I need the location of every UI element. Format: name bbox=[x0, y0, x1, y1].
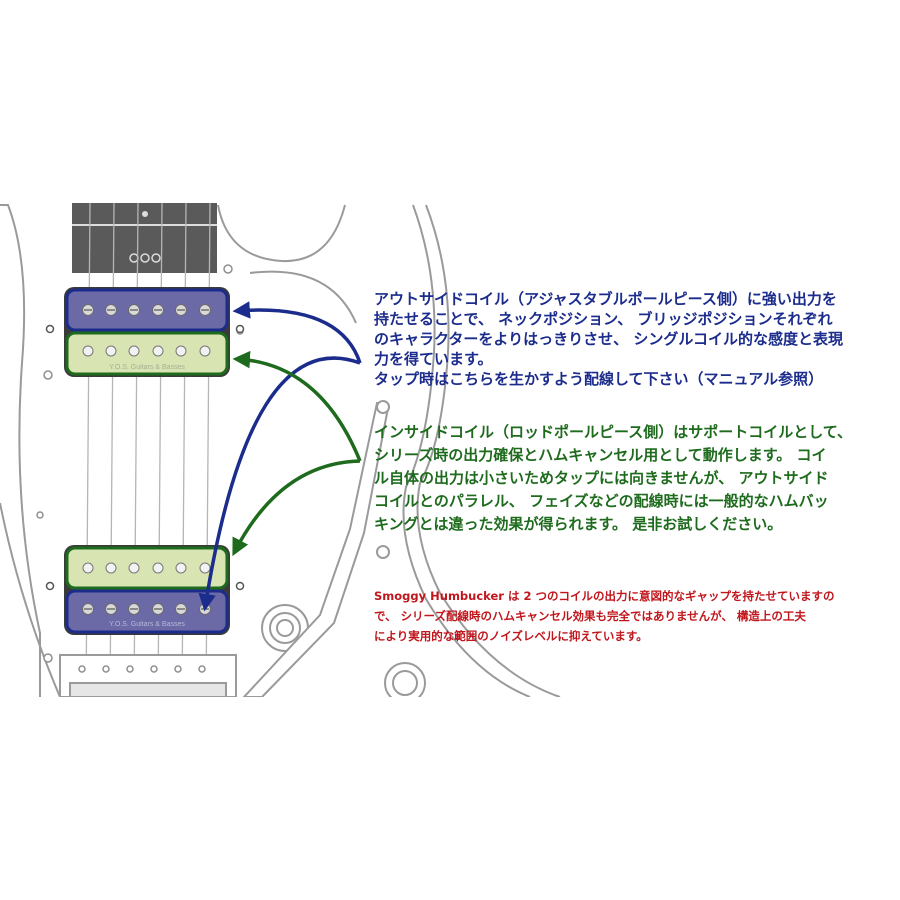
adjustable-pole-icons bbox=[82, 603, 211, 615]
curved-blue-arrow-icon bbox=[198, 356, 361, 612]
note-line: のキャラクターをよりはっきりさせ、 シングルコイル的な感度と表現 bbox=[374, 330, 844, 348]
humbucker-note: Smoggy Humbucker は 2 つのコイルの出力に意図的なギャップを持… bbox=[374, 586, 834, 646]
note-line: Smoggy Humbucker は 2 つのコイルの出力に意図的なギャップを持… bbox=[374, 589, 835, 603]
pickup-mount-screw-icons bbox=[45, 324, 245, 591]
note-line: 力を得ています。 bbox=[374, 350, 493, 368]
note-line: アウトサイドコイル（アジャスタブルポールピース側）に強い出力を bbox=[374, 290, 837, 308]
note-line: コイルとのパラレル、 フェイズなどの配線時には一般的なハムバッ bbox=[374, 492, 829, 510]
tremolo-arm bbox=[242, 400, 390, 697]
neck-pickup: Y.O.S. Guitars & Basses bbox=[64, 287, 230, 377]
brand-engraving: Y.O.S. Guitars & Basses bbox=[109, 621, 185, 628]
bridge-inner-coil bbox=[65, 546, 229, 590]
guitar-body bbox=[0, 204, 561, 697]
curved-green-arrow-icon bbox=[232, 350, 362, 462]
note-line: タップ時はこちらを生かすよう配線して下さい（マニュアル参照） bbox=[374, 370, 824, 388]
rod-pole-icons bbox=[82, 562, 211, 574]
control-knob-icon bbox=[384, 662, 426, 697]
note-line: シリーズ時の出力確保とハムキャンセル用として動作します。 コイ bbox=[374, 446, 827, 464]
switch-tip-icon bbox=[376, 545, 390, 559]
note-line: ル自体の出力は小さいためタップには向きませんが、 アウトサイド bbox=[374, 469, 829, 487]
note-line: キングとは違った効果が得られます。 是非お試しください。 bbox=[374, 515, 783, 533]
note-line: により実用的な範囲のノイズレベルに抑えています。 bbox=[374, 629, 648, 643]
rod-pole-icons bbox=[82, 345, 211, 357]
bridge-outer-coil bbox=[65, 589, 229, 634]
brand-engraving: Y.O.S. Guitars & Basses bbox=[109, 364, 185, 371]
neck-outer-coil bbox=[65, 288, 229, 332]
note-line: 持たせることで、 ネックポジション、 ブリッジポジションそれぞれ bbox=[374, 310, 833, 328]
illustration-panel: Y.O.S. Guitars & Basses bbox=[0, 203, 900, 697]
inside-coil-note: インサイドコイル（ロッドポールピース側）はサポートコイルとして、 シリーズ時の出… bbox=[374, 421, 852, 536]
outside-coil-note: アウトサイドコイル（アジャスタブルポールピース側）に強い出力を 持たせることで、… bbox=[374, 289, 843, 389]
neck-inner-coil bbox=[65, 331, 229, 376]
curved-blue-arrow-icon bbox=[232, 301, 362, 364]
tremolo-bridge bbox=[59, 654, 237, 697]
guitar-illustration: Y.O.S. Guitars & Basses bbox=[0, 203, 561, 697]
note-line: インサイドコイル（ロッドポールピース側）はサポートコイルとして、 bbox=[374, 423, 853, 441]
curved-green-arrow-icon bbox=[232, 459, 361, 557]
fretboard bbox=[72, 203, 217, 273]
bridge-pickup: Y.O.S. Guitars & Basses bbox=[64, 545, 230, 635]
note-line: で、 シリーズ配線時のハムキャンセル効果も完全ではありませんが、 構造上の工夫 bbox=[374, 609, 806, 623]
